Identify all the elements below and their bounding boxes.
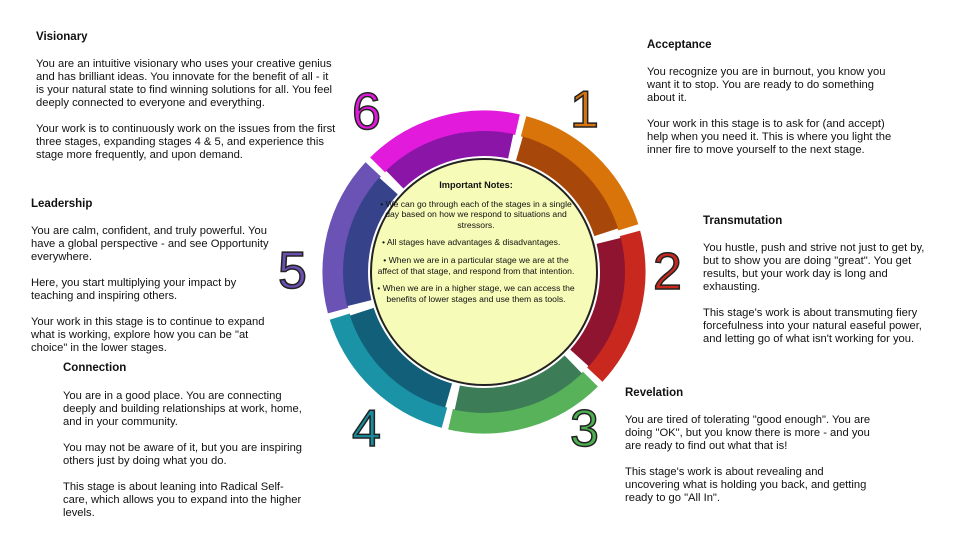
- stage-number-5: 5: [277, 242, 307, 300]
- stage-work: Your work in this stage is to continue t…: [31, 316, 265, 354]
- ring-segment-inner-revelation: [454, 355, 582, 413]
- note-item: • When we are in a higher stage, we can …: [377, 283, 575, 304]
- stage-work: Your work is to continuously work on the…: [36, 123, 336, 161]
- ring-segment-inner-acceptance: [515, 136, 619, 237]
- note-item: • All stages have advantages & disadvant…: [382, 237, 561, 248]
- ring-segment-inner-connection: [349, 307, 453, 408]
- stage-description: You are in a good place. You are connect…: [63, 390, 302, 428]
- inner-ring: [342, 131, 625, 413]
- stage-number-3: 3: [569, 400, 599, 458]
- stage-description: You hustle, push and strive not just to …: [703, 242, 925, 293]
- stage-description: You are an intuitive visionary who uses …: [36, 58, 333, 109]
- stage-transmutation: Transmutation You hustle, push and striv…: [703, 215, 943, 359]
- stage-work: This stage's work is about transmuting f…: [703, 307, 922, 345]
- stage-ring-diagram: [321, 109, 647, 435]
- stage-number-2: 2: [652, 243, 682, 301]
- stage-description: You are calm, confident, and truly power…: [31, 225, 269, 263]
- stage-title: Visionary: [36, 31, 88, 43]
- stage-title: Transmutation: [703, 215, 783, 227]
- stage-detail: Here, you start multiplying your impact …: [31, 277, 237, 302]
- stage-work: Your work in this stage is to ask for (a…: [647, 118, 892, 156]
- note-item: • When we are in a particular stage we a…: [377, 254, 575, 276]
- notes-title: Important Notes:: [439, 180, 513, 190]
- stage-detail: You may not be aware of it, but you are …: [63, 442, 303, 467]
- stage-visionary: Visionary You are an intuitive visionary…: [36, 31, 336, 175]
- stage-number-6: 6: [351, 83, 381, 141]
- stage-title: Acceptance: [647, 39, 712, 51]
- center-notes-circle: [370, 158, 598, 386]
- stage-number-4: 4: [351, 400, 381, 458]
- stage-acceptance: Acceptance You recognize you are in burn…: [647, 39, 897, 170]
- ring-segment-inner-transmutation: [570, 237, 625, 367]
- stage-title: Leadership: [31, 198, 93, 210]
- stage-work: This stage is about leaning into Radical…: [63, 481, 302, 519]
- ring-segment-inner-visionary: [386, 131, 514, 189]
- stage-number-1: 1: [569, 81, 599, 139]
- note-item: • We can go through each of the stages i…: [380, 198, 572, 230]
- stage-leadership: Leadership You are calm, confident, and …: [31, 198, 281, 368]
- ring-segment-inner-leadership: [342, 177, 398, 307]
- stage-title: Revelation: [625, 387, 684, 399]
- stage-revelation: Revelation You are tired of tolerating "…: [625, 387, 875, 518]
- outer-ring: [321, 109, 647, 435]
- stage-work: This stage's work is about revealing and…: [625, 466, 867, 504]
- stage-title: Connection: [63, 362, 127, 374]
- stage-description: You recognize you are in burnout, you kn…: [647, 66, 886, 104]
- stage-connection: Connection You are in a good place. You …: [63, 362, 308, 533]
- stage-description: You are tired of tolerating "good enough…: [625, 414, 871, 452]
- important-notes: Important Notes: • We can go through eac…: [376, 180, 576, 311]
